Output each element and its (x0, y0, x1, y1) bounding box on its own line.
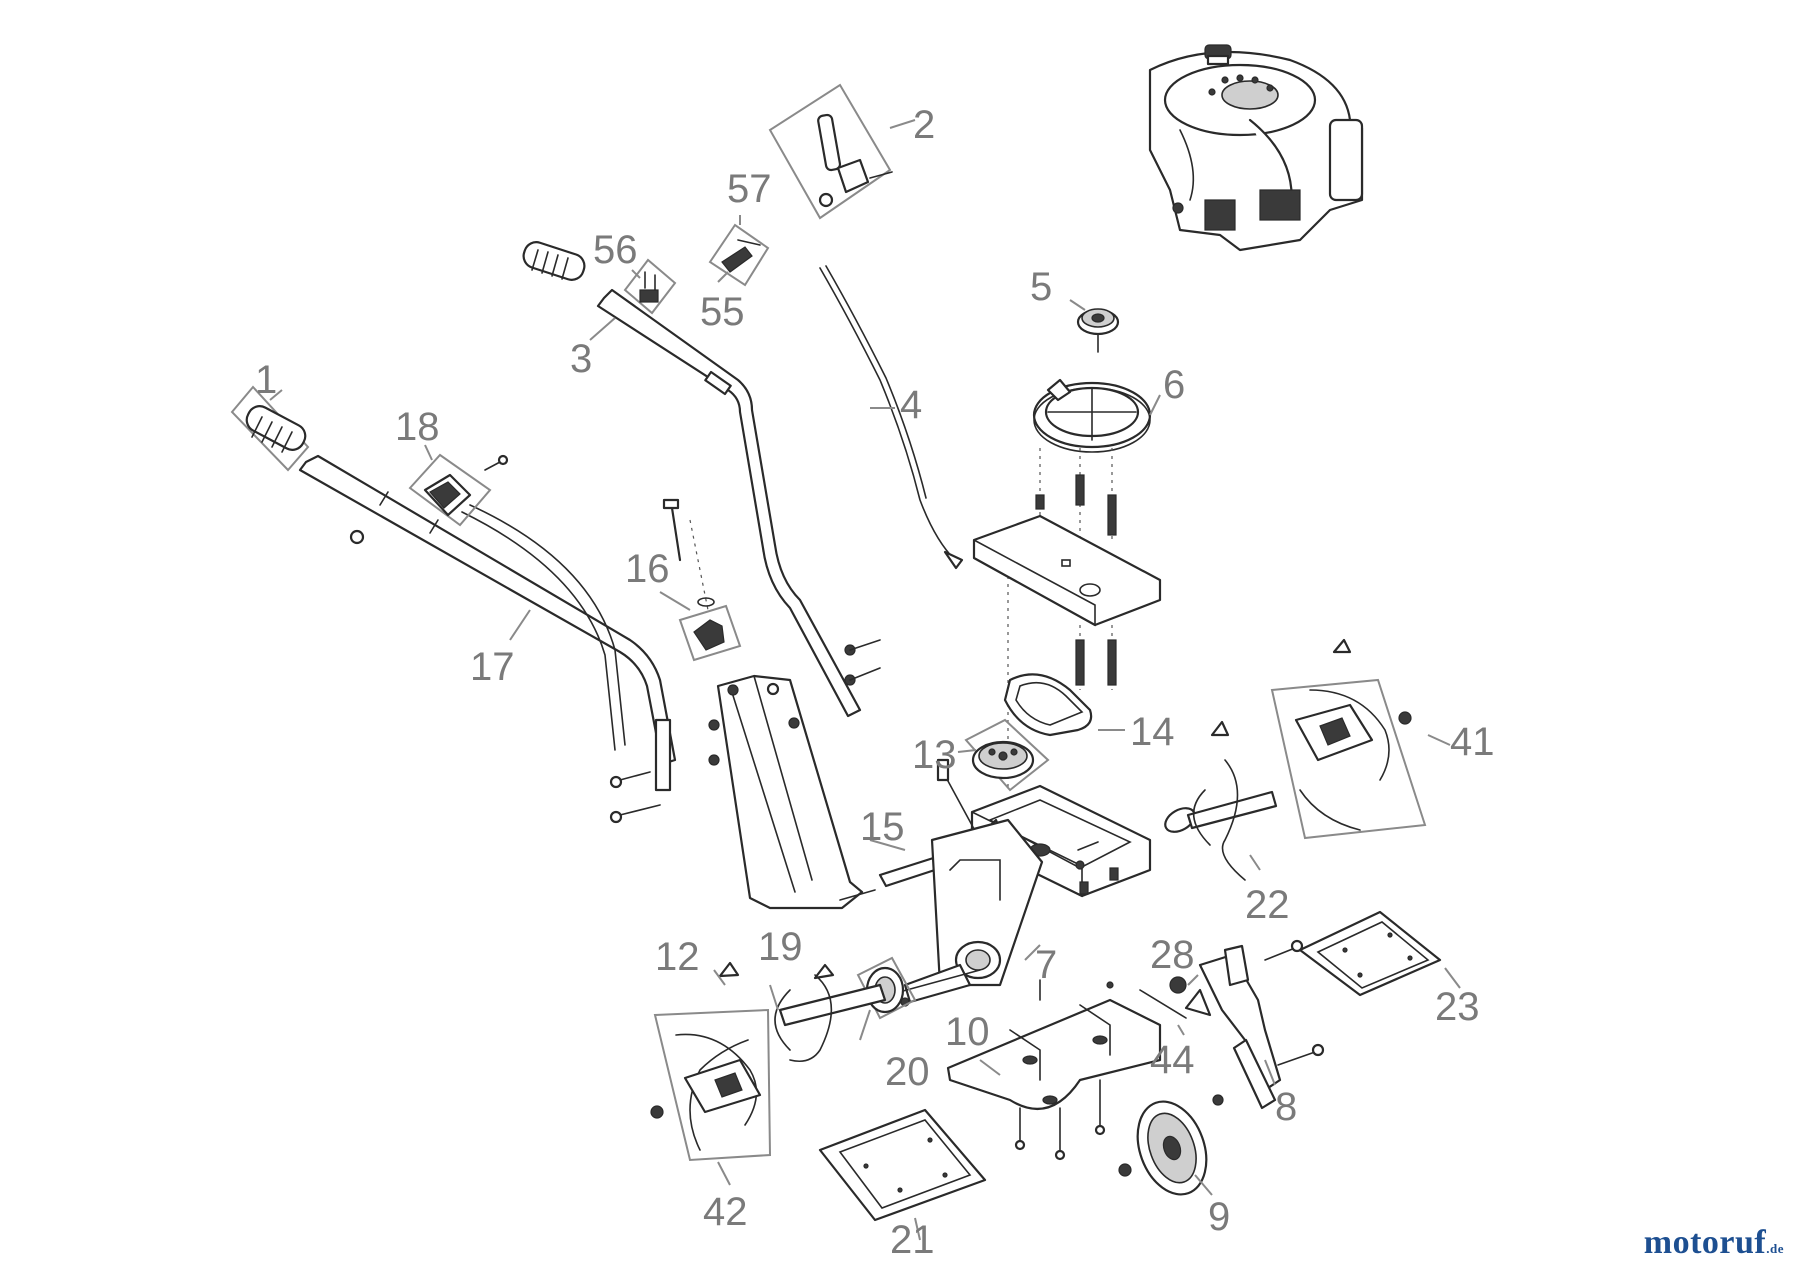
handle-column (609, 639, 881, 910)
label-56: 56 (593, 228, 638, 272)
outer-tine-left (650, 961, 772, 1162)
handle-bar-right (522, 241, 862, 718)
grip-left (230, 385, 310, 472)
label-20: 20 (885, 1050, 930, 1094)
label-8: 8 (1275, 1085, 1297, 1129)
engine-mount-ring (1032, 378, 1152, 453)
throttle-cable (819, 265, 964, 570)
drive-pulley (964, 718, 1050, 792)
engine-base-plate (972, 514, 1162, 627)
engine-pulley (1076, 308, 1120, 353)
wheel (1118, 1100, 1208, 1196)
engine (1148, 44, 1364, 252)
leader-lines (269, 119, 1461, 1241)
skid-plate-right (1298, 910, 1442, 997)
part-labels: 1 2 3 4 5 6 7 8 9 10 12 13 14 15 16 17 1… (255, 103, 1495, 1262)
tine-shield (946, 979, 1162, 1161)
inner-tine-right (1164, 720, 1278, 881)
kit-57-55 (708, 223, 770, 287)
label-2: 2 (913, 103, 935, 147)
assembly-bolts (689, 448, 1117, 790)
label-13: 13 (912, 733, 957, 777)
inner-tine-left (774, 963, 887, 1063)
label-19: 19 (758, 925, 803, 969)
label-1: 1 (255, 358, 277, 402)
clamp-knob (662, 498, 742, 662)
label-44: 44 (1150, 1038, 1195, 1082)
label-41: 41 (1450, 720, 1495, 764)
label-28: 28 (1150, 933, 1195, 977)
label-22: 22 (1245, 883, 1290, 927)
label-17: 17 (470, 645, 515, 689)
label-6: 6 (1163, 363, 1185, 407)
outer-tine-right (1270, 638, 1427, 840)
label-18: 18 (395, 405, 440, 449)
kit-56 (623, 258, 677, 315)
label-9: 9 (1208, 1195, 1230, 1239)
wheel-bracket (1139, 939, 1325, 1110)
label-12: 12 (655, 935, 700, 979)
label-55: 55 (700, 290, 745, 334)
label-4: 4 (900, 383, 922, 427)
label-16: 16 (625, 547, 670, 591)
throttle-kit-2 (768, 83, 893, 220)
watermark-text: motoruf (1643, 1224, 1767, 1261)
gearbox (869, 818, 1044, 1010)
label-7: 7 (1035, 943, 1057, 987)
drive-belt (1003, 673, 1093, 737)
label-3: 3 (570, 337, 592, 381)
skid-plate-left (818, 1108, 987, 1222)
throttle-lever (408, 453, 509, 527)
label-42: 42 (703, 1190, 748, 1234)
watermark-logo: motoruf.de (1644, 1224, 1784, 1262)
label-23: 23 (1435, 985, 1480, 1029)
main-frame (970, 784, 1152, 898)
handle-bar-left (298, 454, 677, 792)
label-15: 15 (860, 805, 905, 849)
watermark-suffix: .de (1766, 1241, 1784, 1256)
label-10: 10 (945, 1010, 990, 1054)
label-57: 57 (727, 167, 772, 211)
label-14: 14 (1130, 710, 1175, 754)
label-21: 21 (890, 1218, 935, 1262)
label-5: 5 (1030, 265, 1052, 309)
